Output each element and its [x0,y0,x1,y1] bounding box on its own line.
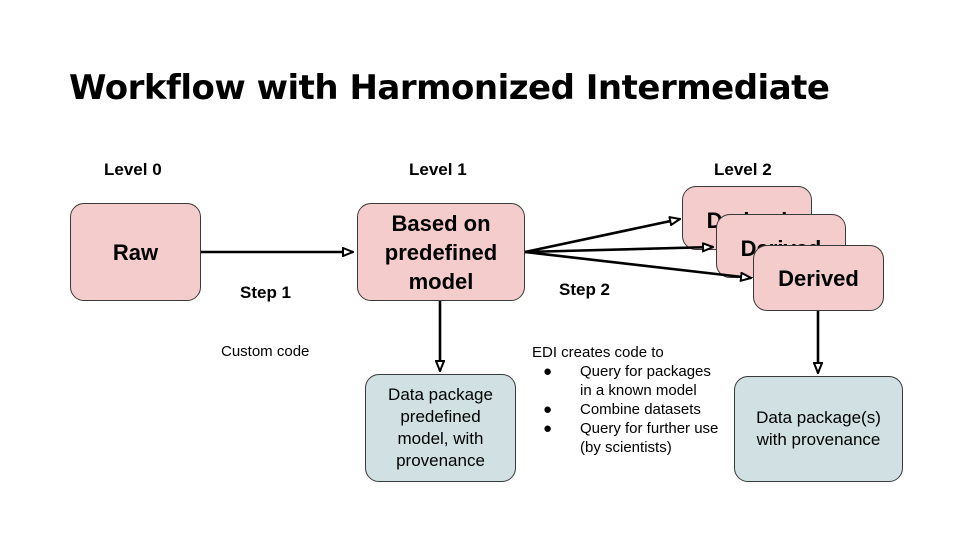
edi-bullet-text: Combine datasets [580,401,701,418]
bullet-icon: ● [543,363,553,380]
bullet-icon: ● [543,420,553,437]
step-1-label: Step 1 [240,283,292,302]
based-on-model-box: Based on predefined model [357,203,525,301]
arrow-model-to-derived-back [524,219,680,254]
raw-box: Raw [70,203,201,301]
edi-intro-note: EDI creates code to [532,344,664,361]
step-2-label: Step 2 [559,280,611,299]
bullet-icon: ● [543,401,553,418]
slide-title: Workflow with Harmonized Intermediate [69,68,830,108]
data-package-level1-box: Data package predefined model, with prov… [365,374,516,482]
edi-bullet-item: ● Combine datasets [543,400,720,419]
data-package-level2-box: Data package(s) with provenance [734,376,903,482]
edi-bullet-text: Query for further use (by scientists) [580,420,719,456]
custom-code-note: Custom code [221,343,310,360]
level-0-label: Level 0 [104,160,162,179]
edi-bullet-text: Query for packages in a known model [580,363,711,399]
edi-bullet-list: ● Query for packages in a known model ● … [543,362,720,457]
based-on-model-label: Based on predefined model [384,210,498,294]
data-package-level1-label: Data package predefined model, with prov… [388,385,493,470]
level-1-label: Level 1 [409,160,467,179]
derived-box-front: Derived [753,245,884,311]
edi-bullet-item: ● Query for packages in a known model [543,362,720,400]
edi-bullet-item: ● Query for further use (by scientists) [543,419,720,457]
arrow-model-to-derived-middle [524,247,713,254]
derived-box-front-label: Derived [778,265,859,291]
level-2-label: Level 2 [714,160,772,179]
data-package-level2-label: Data package(s) with provenance [756,408,881,449]
raw-box-label: Raw [112,239,159,265]
